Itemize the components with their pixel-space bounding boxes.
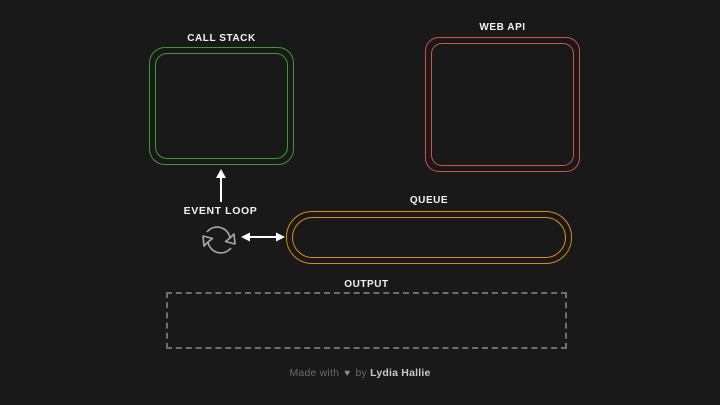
circular-loop-arrows-icon[interactable]: [197, 219, 241, 261]
output-container[interactable]: [166, 292, 567, 349]
call-stack-inner-border: [155, 53, 288, 159]
arrow-up-icon: [216, 169, 226, 202]
web-api-outer-border: [425, 37, 580, 172]
event-loop-label: EVENT LOOP: [183, 205, 258, 217]
queue-outer-border: [286, 211, 572, 264]
footer-credit: Made with ♥ by Lydia Hallie: [0, 367, 720, 379]
web-api-inner-border: [431, 43, 574, 166]
footer-by: by: [355, 367, 368, 379]
footer-author[interactable]: Lydia Hallie: [370, 367, 431, 379]
footer-made-with: Made with: [289, 367, 340, 379]
web-api-container[interactable]: [425, 37, 580, 172]
call-stack-outer-border: [149, 47, 294, 165]
call-stack-label: CALL STACK: [187, 33, 256, 44]
heart-icon: ♥: [344, 368, 351, 379]
queue-label: QUEUE: [409, 195, 449, 206]
queue-inner-border: [292, 217, 566, 258]
queue-container[interactable]: [286, 211, 572, 264]
web-api-label: WEB API: [479, 22, 526, 33]
call-stack-container[interactable]: [149, 47, 294, 165]
output-label: OUTPUT: [344, 279, 389, 290]
arrow-left-right-icon: [241, 232, 285, 242]
